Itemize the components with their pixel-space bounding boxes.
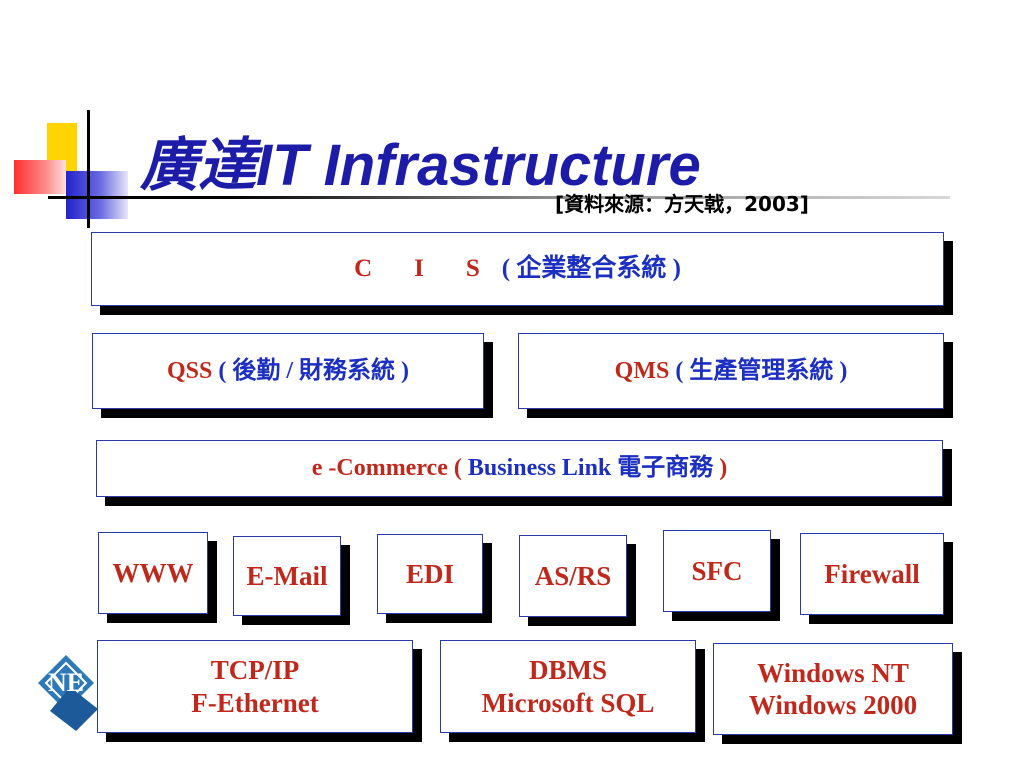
source-citation: [資料來源：方天戟，2003] bbox=[555, 192, 809, 216]
network-box: TCP/IP F-Ethernet bbox=[97, 640, 413, 733]
slide-title: 廣達IT Infrastructure bbox=[140, 133, 701, 198]
firewall-box: Firewall bbox=[800, 533, 944, 615]
logo-letter-n: NE bbox=[48, 668, 84, 697]
dbms-box: DBMS Microsoft SQL bbox=[440, 640, 696, 733]
qms-code: QMS bbox=[614, 357, 670, 384]
www-box: WWW bbox=[98, 532, 208, 614]
asrs-box: AS/RS bbox=[519, 535, 627, 617]
cis-letter-c: C bbox=[354, 255, 373, 282]
email-box: E-Mail bbox=[233, 536, 341, 616]
cis-letter-i: I bbox=[414, 255, 424, 282]
qss-code: QSS bbox=[166, 357, 213, 384]
ecommerce-prefix: e -Commerce ( bbox=[311, 455, 462, 482]
decor-red-square bbox=[14, 160, 66, 194]
qss-desc: ( 後勤 / 財務系統 ) bbox=[218, 357, 410, 384]
qms-desc: ( 生產管理系統 ) bbox=[675, 357, 848, 384]
edi-box: EDI bbox=[377, 534, 483, 614]
qms-box: QMS ( 生產管理系統 ) bbox=[518, 333, 944, 409]
ecommerce-suffix: ) bbox=[719, 455, 728, 482]
title-underline bbox=[48, 196, 950, 199]
ecommerce-link: Business Link 電子商務 bbox=[467, 455, 714, 482]
sfc-box: SFC bbox=[663, 530, 771, 612]
os-line2: Windows 2000 bbox=[748, 690, 918, 720]
decor-blue-square bbox=[66, 171, 128, 219]
cis-letter-s: S bbox=[465, 255, 480, 282]
network-line1: TCP/IP bbox=[210, 655, 300, 686]
cis-box: C I S ( 企業整合系統 ) bbox=[91, 232, 944, 306]
os-line1: Windows NT bbox=[757, 657, 909, 688]
qss-box: QSS ( 後勤 / 財務系統 ) bbox=[92, 333, 484, 409]
decor-vertical-line bbox=[87, 110, 90, 228]
ecommerce-box: e -Commerce ( Business Link 電子商務 ) bbox=[96, 440, 943, 497]
dbms-line2: Microsoft SQL bbox=[481, 687, 655, 718]
dbms-line1: DBMS bbox=[528, 655, 607, 686]
ne-diamond-logo-icon: NE bbox=[38, 655, 98, 731]
network-line2: F-Ethernet bbox=[191, 687, 319, 718]
cis-desc: ( 企業整合系統 ) bbox=[501, 255, 681, 282]
os-box: Windows NT Windows 2000 bbox=[713, 643, 953, 735]
